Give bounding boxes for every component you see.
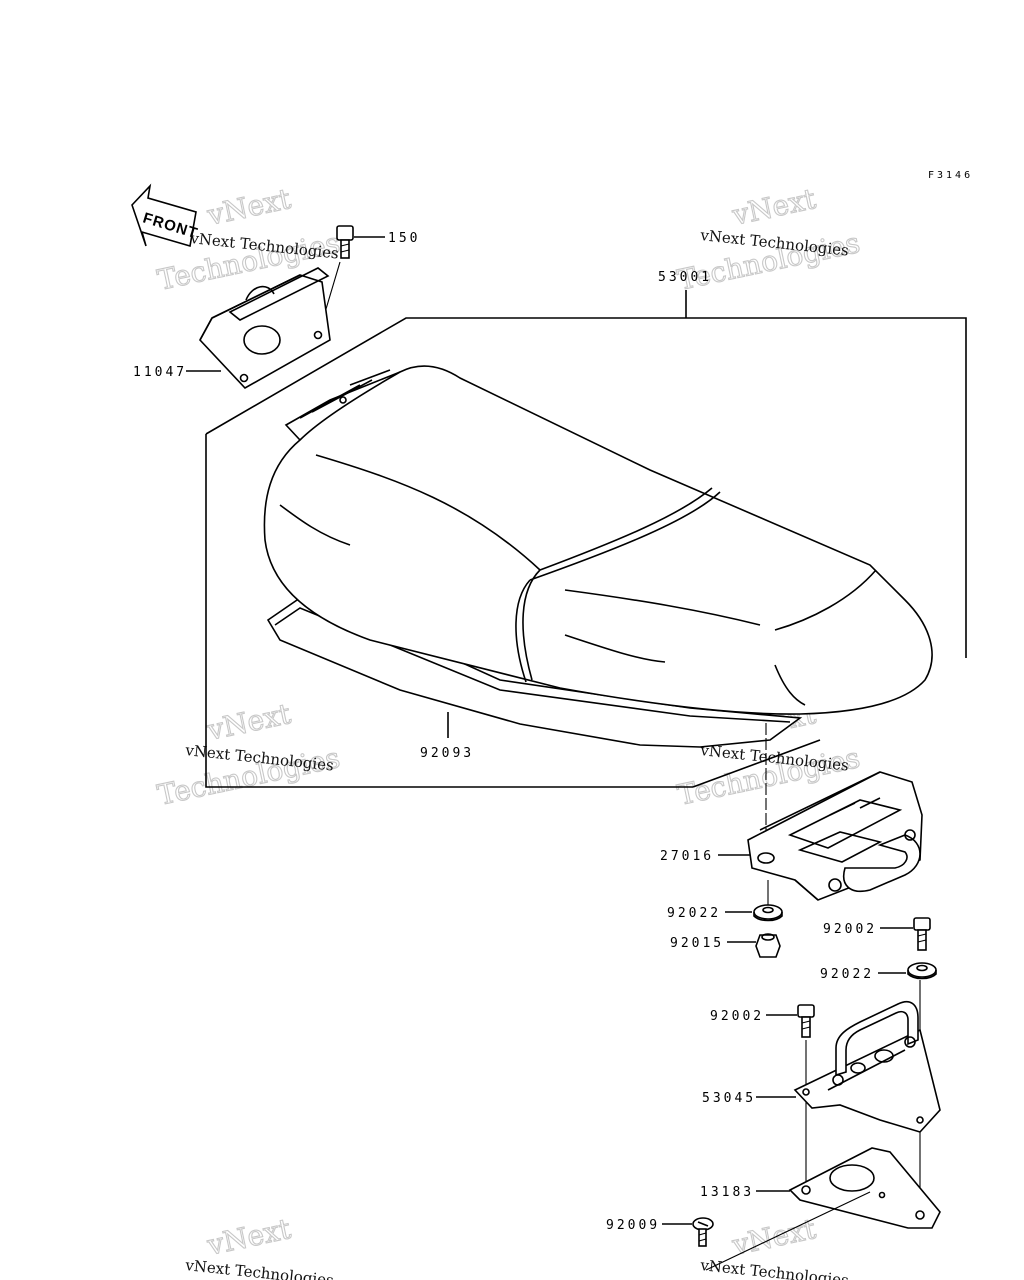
watermark-bottom-left: vNext vNext Technologies [184, 1211, 335, 1280]
part-label-92002-a[interactable]: 92002 [823, 922, 877, 937]
striker-53045 [793, 1000, 941, 1133]
part-label-150[interactable]: 150 [388, 231, 420, 246]
watermark-mid-left: vNext Technologies vNext Technologies [154, 696, 343, 812]
seat-assembly [263, 365, 933, 748]
part-label-92022-a[interactable]: 92022 [667, 906, 721, 921]
part-label-11047[interactable]: 11047 [133, 365, 187, 380]
washer-92022-b [907, 962, 937, 980]
svg-text:vNext: vNext [204, 1212, 295, 1262]
part-label-53001[interactable]: 53001 [658, 270, 712, 285]
bracket-11047 [199, 267, 331, 390]
frame-53001-left [205, 434, 693, 788]
frame-53001-right [692, 739, 821, 788]
part-label-92002-b[interactable]: 92002 [710, 1009, 764, 1024]
frame-53001-top [205, 317, 967, 658]
part-label-92015[interactable]: 92015 [670, 936, 724, 951]
front-arrow-icon: FRONT [131, 183, 200, 248]
watermark-bottom-right: vNext vNext Technologies [699, 1211, 850, 1280]
latch-27016 [747, 771, 923, 901]
part-label-53045[interactable]: 53045 [702, 1091, 756, 1106]
screw-92009 [692, 1217, 714, 1247]
svg-text:vNext: vNext [204, 697, 295, 747]
part-label-92009[interactable]: 92009 [606, 1218, 660, 1233]
bolt-92002-a [913, 917, 931, 951]
nut-92015 [755, 933, 781, 958]
part-label-92022-b[interactable]: 92022 [820, 967, 874, 982]
part-label-27016[interactable]: 27016 [660, 849, 714, 864]
part-label-13183[interactable]: 13183 [700, 1185, 754, 1200]
assembly-line-92009 [705, 1191, 871, 1271]
svg-text:vNext: vNext [729, 1212, 820, 1262]
svg-text:vNext: vNext [729, 182, 820, 232]
svg-text:vNext Technologies: vNext Technologies [699, 1256, 850, 1280]
washer-92022-a [753, 904, 783, 922]
bolt-92002-b [797, 1004, 815, 1038]
bolt-150 [336, 225, 354, 259]
svg-text:vNext: vNext [204, 182, 295, 232]
part-label-92093[interactable]: 92093 [420, 746, 474, 761]
diagram-code: F3146 [928, 170, 973, 181]
svg-text:vNext Technologies: vNext Technologies [184, 1256, 335, 1280]
plate-13183 [788, 1147, 941, 1229]
